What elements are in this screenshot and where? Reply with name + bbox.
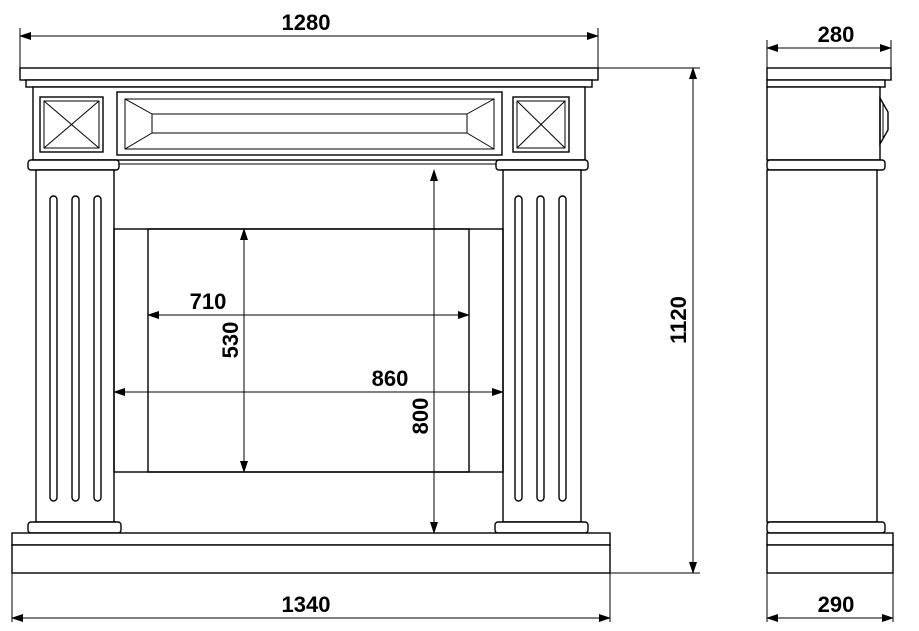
label-1340: 1340: [282, 592, 331, 617]
label-1280: 1280: [282, 10, 331, 35]
label-800: 800: [408, 398, 433, 435]
firebox-opening: [113, 228, 504, 473]
side-view: [766, 67, 894, 574]
label-290: 290: [818, 592, 855, 617]
extension-lines: [11, 28, 894, 622]
capital-strips: [27, 159, 589, 171]
label-530: 530: [218, 322, 243, 359]
left-pilaster: [27, 169, 122, 534]
mantel-shelf: [19, 67, 599, 88]
dimension-labels: 1280 1340 1120 280 290 710 530 860 800: [190, 10, 855, 617]
label-860: 860: [372, 366, 409, 391]
front-view: [11, 67, 611, 574]
plinth: [11, 532, 611, 574]
label-1120: 1120: [666, 296, 691, 344]
dimension-lines: [11, 32, 894, 622]
frieze: [32, 86, 586, 161]
label-710: 710: [190, 289, 227, 314]
right-pilaster: [494, 169, 589, 534]
label-280: 280: [818, 22, 855, 47]
